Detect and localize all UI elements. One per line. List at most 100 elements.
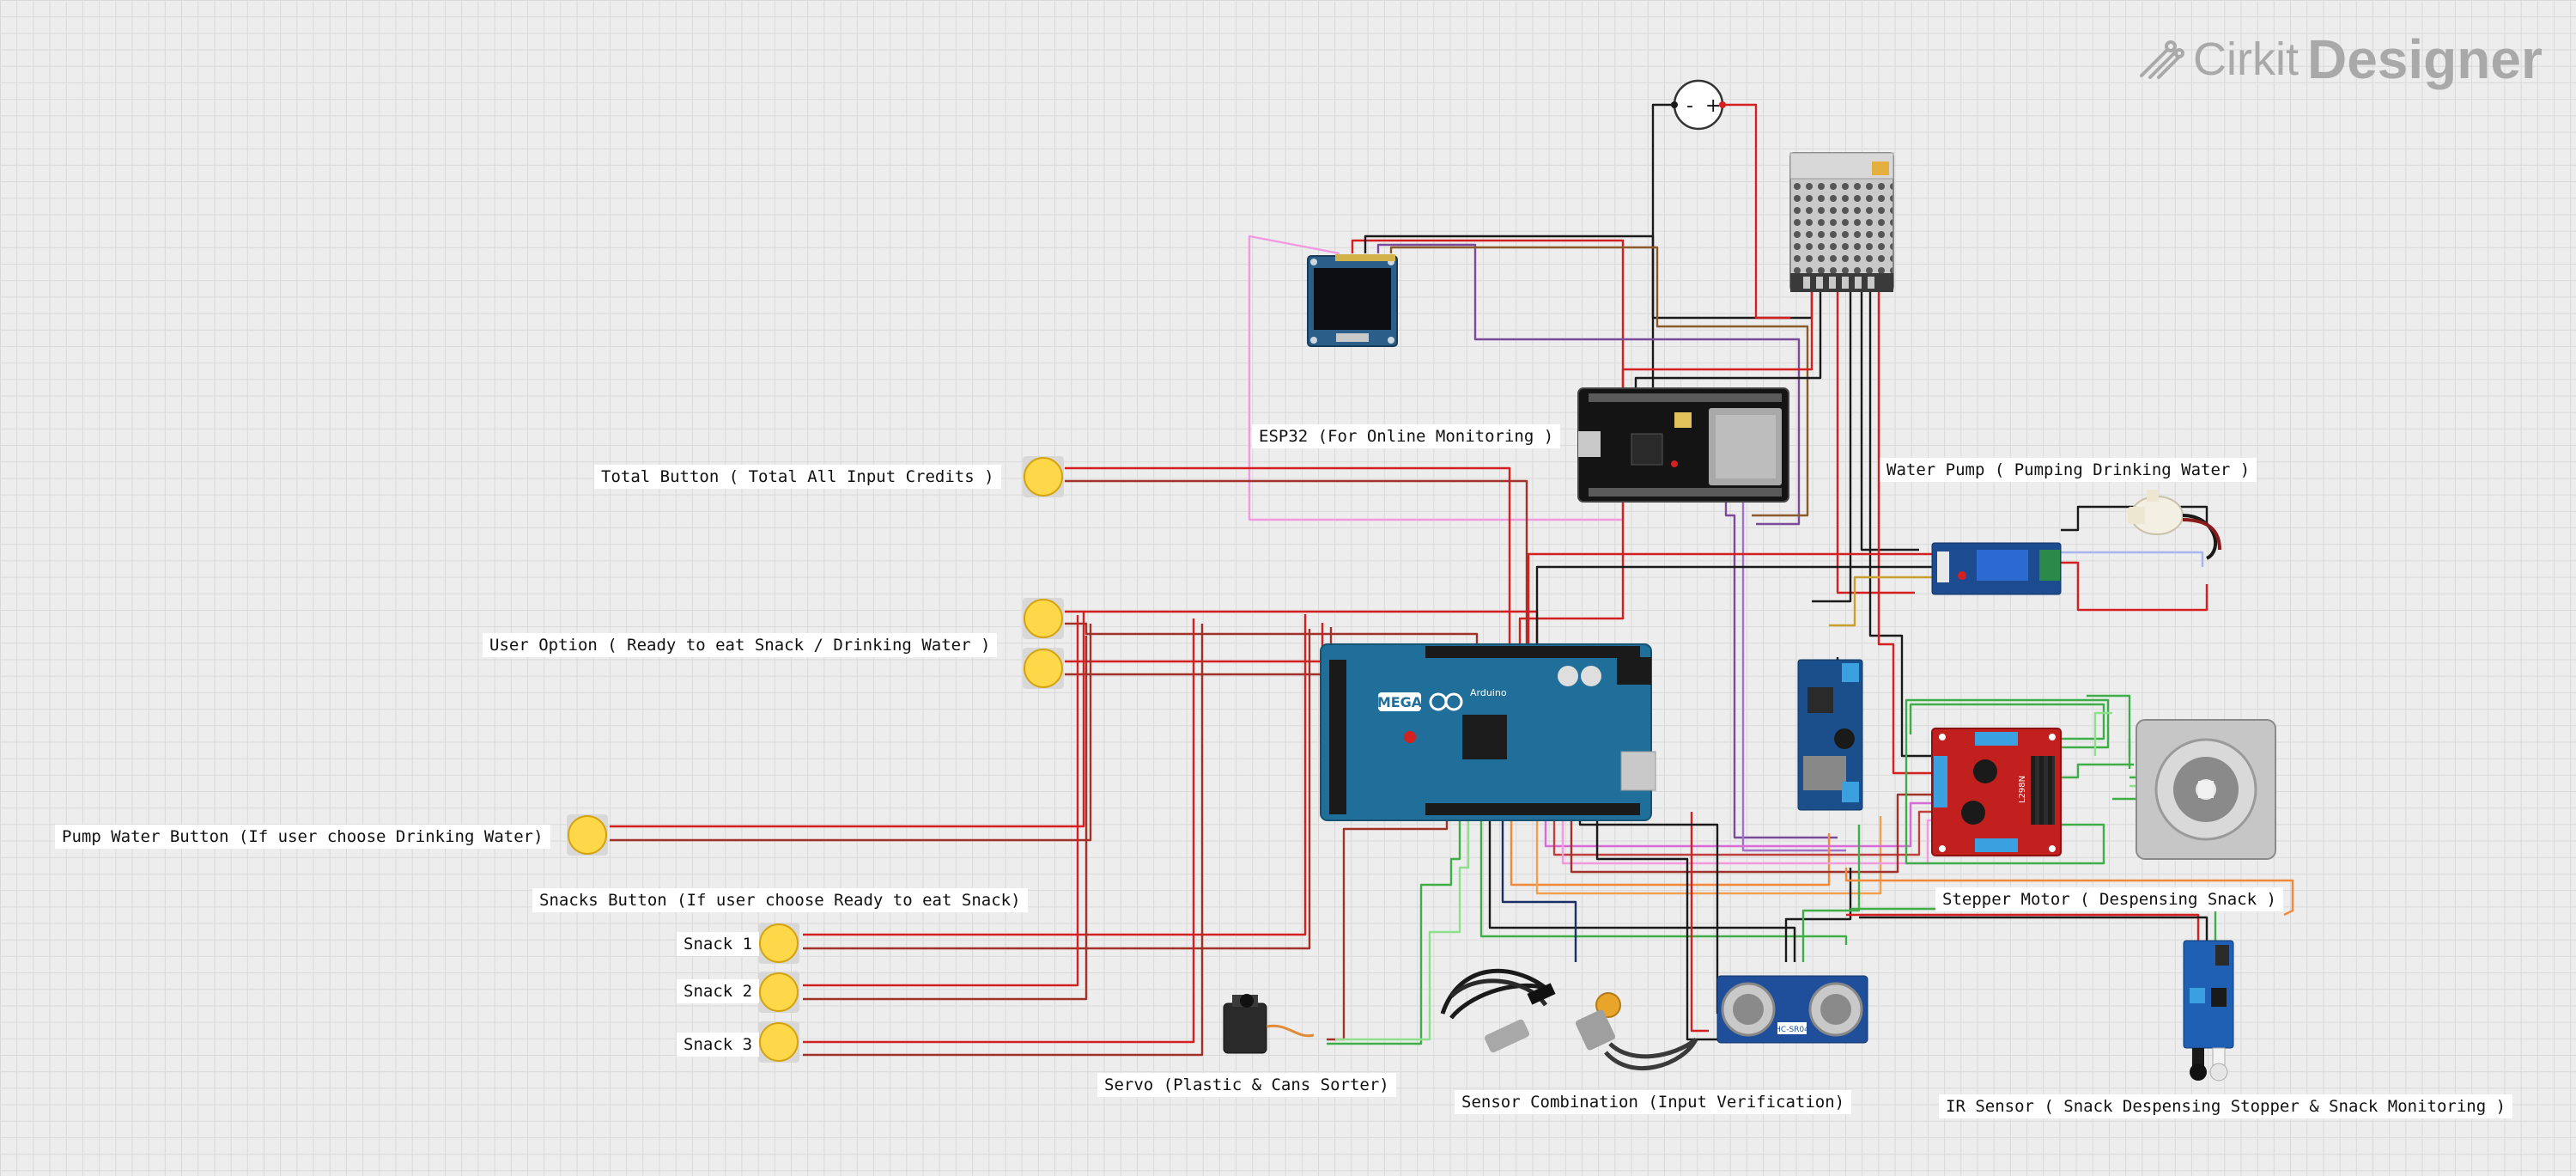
battery[interactable]: - +: [1671, 79, 1726, 131]
wire: [2061, 505, 2208, 532]
wire: [1065, 610, 1539, 649]
wire: [1527, 552, 1932, 649]
oled-display[interactable]: [1307, 254, 1398, 347]
mega-badge: MEGA: [1377, 694, 1423, 710]
wire: [1552, 810, 1936, 856]
motor-driver[interactable]: L298N: [1931, 728, 2062, 856]
logo-brand: Cirkit: [2193, 34, 2299, 85]
wire: [1836, 283, 1915, 594]
wire: [1248, 235, 1625, 521]
wire: [1535, 565, 1932, 649]
wire: [1724, 498, 1838, 839]
wire: [1510, 812, 1831, 887]
label-snacks-button: Snacks Button (If user choose Ready to e…: [532, 888, 1028, 912]
wire: [803, 615, 1079, 987]
wire: [1801, 825, 1861, 962]
mega-brand: Arduino: [1470, 687, 1507, 698]
wire: [2061, 551, 2204, 567]
wire: [1621, 283, 1814, 391]
wire: [1578, 812, 1719, 1014]
label-sensor-combination: Sensor Combination (Input Verification): [1455, 1090, 1852, 1114]
label-servo: Servo (Plastic & Cans Sorter): [1097, 1073, 1396, 1097]
wire: [2057, 763, 2134, 779]
wire: [1722, 103, 1790, 320]
wire: [1488, 812, 1796, 962]
stepper-motor[interactable]: [2136, 719, 2276, 860]
wire: [1544, 801, 1936, 848]
pump-water-button: [567, 814, 608, 856]
label-ir-sensor: IR Sensor ( Snack Despensing Stopper & S…: [1939, 1094, 2513, 1118]
wire: [1335, 812, 1470, 1041]
label-snack-3: Snack 3: [677, 1033, 760, 1057]
arduino-mega[interactable]: MEGA Arduino: [1320, 643, 1656, 821]
wire: [1909, 703, 2105, 740]
label-snack-1: Snack 1: [677, 932, 760, 956]
wire: [1364, 235, 1655, 391]
wire: [1812, 283, 1852, 603]
power-supply[interactable]: [1789, 152, 1894, 292]
relay-module[interactable]: [1931, 542, 2062, 595]
label-snack-2: Snack 2: [677, 979, 760, 1003]
user-option-button-1: [1023, 598, 1064, 639]
wire: [1351, 239, 1625, 391]
wire: [1651, 103, 1814, 320]
label-water-pump: Water Pump ( Pumping Drinking Water ): [1880, 458, 2257, 482]
inductive-sensor[interactable]: [1440, 968, 1556, 1053]
capacitive-sensor[interactable]: [1575, 992, 1698, 1070]
wire: [1844, 868, 2294, 917]
wire: [1860, 283, 1919, 551]
wire: [803, 614, 1307, 936]
wire: [1634, 283, 1822, 391]
wire: [2093, 711, 2112, 756]
wire: [610, 612, 1085, 828]
snack-2-button: [758, 972, 799, 1013]
driver-model: L298N: [2018, 776, 2027, 803]
ultrasonic-sensor[interactable]: HC-SR04: [1716, 975, 1868, 1044]
wire: [803, 629, 1311, 950]
wire: [1595, 812, 1717, 1041]
logo-product: Designer: [2306, 28, 2543, 90]
wire: [1570, 793, 1936, 874]
ultrasonic-model: HC-SR04: [1775, 1026, 1809, 1034]
wire: [1784, 868, 1852, 962]
circuit-traces-icon: [2140, 40, 2184, 79]
label-esp32: ESP32 (For Online Monitoring ): [1252, 424, 1561, 448]
wire: [2112, 776, 2140, 801]
arduino-infinity-icon: [1429, 692, 1463, 711]
label-pump-water-button: Pump Water Button (If user choose Drinki…: [55, 825, 550, 849]
push-buttons[interactable]: [567, 456, 1064, 1063]
wire: [1846, 913, 2200, 941]
label-total-button: Total Button ( Total All Input Credits ): [594, 465, 1001, 489]
wire: [1741, 498, 1846, 852]
wire: [803, 618, 1195, 1044]
wire: [803, 636, 1088, 1001]
wire: [1065, 479, 1528, 649]
esp32-board[interactable]: [1577, 387, 1789, 503]
user-option-button-2: [1023, 648, 1064, 689]
wire: [1501, 812, 1577, 962]
wire: [1327, 812, 1461, 1045]
wire: [1479, 812, 1848, 945]
wires: [610, 103, 2294, 1057]
wire: [610, 624, 1092, 842]
cirkit-designer-logo: Cirkit Designer: [2138, 28, 2543, 90]
wire: [1065, 466, 1511, 649]
label-user-option: User Option ( Ready to eat Snack / Drink…: [483, 633, 998, 657]
water-pump[interactable]: [2128, 490, 2221, 560]
servo[interactable]: [1223, 994, 1315, 1054]
wire: [1389, 246, 1809, 517]
buck-converter[interactable]: [1797, 659, 1863, 811]
snack-1-button: [758, 923, 799, 964]
wire: [1850, 907, 2217, 941]
wire: [1859, 916, 2208, 941]
label-stepper-motor: Stepper Motor ( Despensing Snack ): [1935, 887, 2283, 911]
wire: [1690, 812, 1709, 1033]
ir-sensor[interactable]: [2183, 940, 2234, 1082]
wire: [2061, 561, 2208, 612]
wire: [803, 624, 1204, 1057]
snack-3-button: [758, 1021, 799, 1063]
wire: [1065, 622, 1479, 649]
wire: [1829, 576, 1932, 627]
battery-plus-label: +: [1705, 95, 1721, 117]
